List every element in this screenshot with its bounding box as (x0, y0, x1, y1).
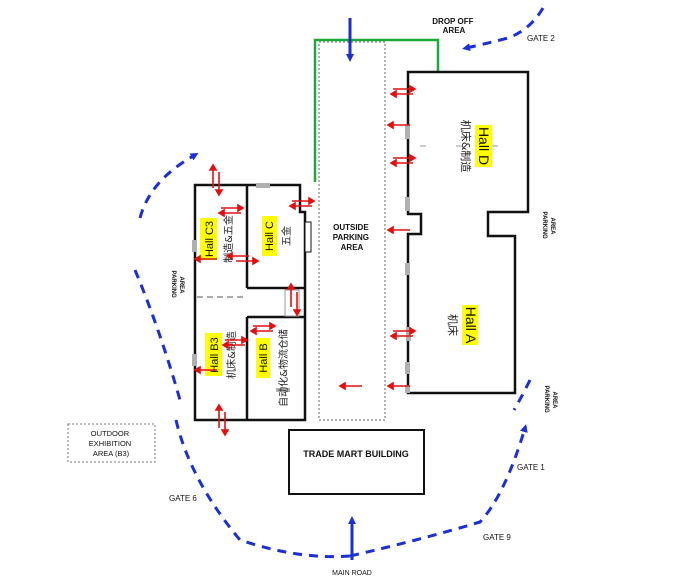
drop-off-path (313, 38, 440, 182)
main-road-label: MAIN ROAD (332, 570, 372, 577)
gate-1-label: GATE 1 (517, 463, 545, 472)
gate-2-label: GATE 2 (527, 34, 555, 43)
hall-c-label: Hall C (264, 221, 276, 251)
hall-d-subtitle: 机床&制造 (459, 120, 473, 173)
parking-right-upper-label: PARKING AREA (541, 212, 555, 241)
hall-b-subtitle: 自动化&物流仓储 (277, 329, 290, 407)
outside-parking-area[interactable] (318, 41, 386, 421)
entry-arrows (193, 84, 417, 437)
drop-off-area-label: DROP OFF AREA (432, 17, 475, 35)
outdoor-exhibition-area[interactable] (67, 423, 156, 463)
trade-mart-label: TRADE MART BUILDING (303, 449, 409, 459)
parking-right-lower-label: PARKING AREA (543, 386, 557, 415)
hall-a-subtitle: 机床 (446, 314, 460, 336)
hall-b3-subtitle: 机床&制造 (225, 331, 238, 379)
hall-b-label: Hall B (258, 343, 270, 372)
hall-c3-highlight (200, 218, 217, 260)
parking-left-label: PARKING AREA (170, 271, 184, 300)
route-gate-6 (174, 419, 351, 559)
door-marks (192, 125, 411, 393)
hall-b3-label: Hall B3 (209, 337, 221, 372)
hall-d-label: Hall D (476, 127, 492, 165)
hall-c-b-building[interactable] (193, 183, 307, 422)
gate-6-label: GATE 6 (169, 494, 197, 503)
trade-mart-building[interactable] (288, 429, 425, 495)
outside-parking-label: OUTSIDE PARKING AREA (333, 223, 372, 252)
hall-d-a-building[interactable] (406, 70, 530, 395)
hall-d-highlight (475, 125, 492, 167)
route-bottom-right (349, 424, 528, 558)
outdoor-exhibition-label: OUTDOOR EXHIBITION AREA (B3) (89, 429, 134, 458)
gate-9-label: GATE 9 (483, 533, 511, 542)
access-routes (133, 7, 545, 559)
hall-a-highlight (462, 305, 478, 345)
hall-c3-subtitle: 制造&五金 (222, 215, 235, 263)
hall-c-highlight (262, 216, 277, 256)
route-left (133, 269, 182, 401)
hall-a-label: Hall A (463, 307, 479, 344)
hall-c3-label: Hall C3 (204, 221, 216, 257)
route-top-left (138, 153, 199, 219)
hall-c-entrance (304, 221, 312, 253)
hall-b-highlight (256, 338, 270, 378)
hall-c-subtitle: 五金 (280, 226, 293, 246)
route-right (512, 379, 532, 411)
hall-b3-highlight (205, 333, 222, 376)
